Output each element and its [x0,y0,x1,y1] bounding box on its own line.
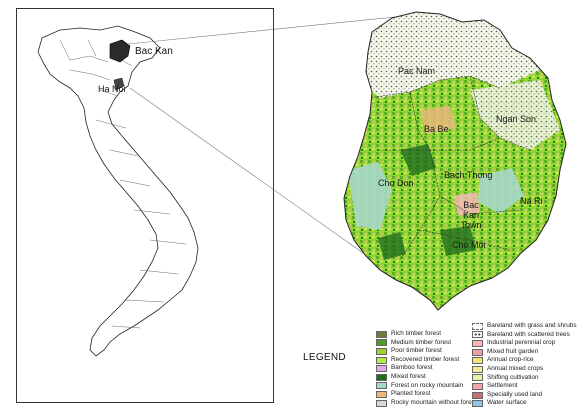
rocky-forest-east [478,168,524,214]
legend-item: Water surface [472,399,577,408]
legend-item: Bareland with scattered trees [472,331,577,340]
legend-swatch [472,357,483,365]
legend-swatch [472,382,483,390]
legend-item: Rich timber forest [376,330,477,339]
legend-item: Specially used land [472,391,577,400]
legend-item: Industrial perennial crop [472,339,577,348]
legend-swatch-scattered-trees-icon [472,331,483,339]
district-label-bach-thong: Bach Thong [444,170,493,180]
district-label-cho-moi: Cho Moi [452,240,486,250]
legend-item: Mixed forest [376,373,477,382]
legend-swatch [376,373,387,381]
legend-swatch [376,399,387,407]
mixed-forest-patch-2 [440,226,476,256]
district-label-ngan-son: Ngan Son [496,114,537,124]
district-label-bac-kan-town: Bac Kan Town [460,200,482,230]
legend-swatch [376,365,387,373]
ngan-son-bareland [470,80,560,150]
planted-forest-patch [420,106,456,134]
legend-item: Annual crop-rice [472,356,577,365]
district-label-na-ri: Na Ri [520,196,543,206]
legend-swatch [376,356,387,364]
legend-item: Recovered timber forest [376,356,477,365]
legend-label: Shifting cultivation [487,373,539,381]
legend-swatch [376,330,387,338]
legend-item: Settlement [472,382,577,391]
connector-line-top [127,14,416,45]
legend-swatch [376,347,387,355]
legend-item: Shifting cultivation [472,374,577,383]
legend-item: Poor timber forest [376,347,477,356]
legend-swatch [376,339,387,347]
mixed-forest-patch-1 [400,144,436,176]
legend-swatch [472,365,483,373]
legend-swatch [472,348,483,356]
legend-swatch [472,391,483,399]
legend-swatch [376,382,387,390]
legend-item: Planted forest [376,390,477,399]
mixed-forest-patch-3 [378,232,406,260]
legend-label: Mixed fruit garden [487,347,539,355]
district-label-ba-be: Ba Be [424,124,449,134]
legend-label: Bamboo forest [391,364,433,372]
legend-item: Mixed fruit garden [472,348,577,357]
northern-bareland [360,12,540,98]
legend-swatch-bareland-grass-icon [472,322,483,330]
legend-item: Bamboo forest [376,364,477,373]
legend-label: Mixed forest [391,372,426,380]
province-outline [343,11,567,311]
legend-item: Rocky mountain without forest [376,399,477,408]
legend-label: Annual crop-rice [487,356,534,364]
legend-label: Settlement [487,382,518,390]
legend-label: Specially used land [487,390,543,398]
district-label-pac-nam: Pac Nam [398,66,436,76]
ha-noi-marker [113,77,125,91]
vietnam-outline [37,25,199,357]
legend-label: Rich timber forest [391,330,442,337]
legend-item: Bareland with grass and shrubs [472,322,577,331]
legend-item: Medium timber forest [376,339,477,348]
crop-patch [454,192,480,216]
legend-label: Rocky mountain without forest [391,398,477,406]
bac-kan-highlight [109,39,131,63]
legend-swatch [472,400,483,408]
legend-label: Recovered timber forest [391,355,460,363]
district-boundaries [367,75,531,261]
legend-swatch [472,339,483,347]
legend-right-column: Bareland with grass and shrubs Bareland … [472,322,577,408]
legend-label: Annual mixed crops [487,364,544,372]
district-label-cho-don: Cho Don [378,178,414,188]
legend-item: Forest on rocky mountain [376,382,477,391]
legend-label: Planted forest [391,390,431,398]
legend-label: Forest on rocky mountain [391,381,464,389]
legend-left-column: Rich timber forest Medium timber forest … [376,330,477,407]
legend-label: Industrial perennial crop [487,339,556,347]
inset-label-ha-noi: Ha Noi [98,84,126,94]
legend-label: Medium timber forest [391,338,452,346]
legend-label: Water surface [487,399,527,407]
legend-label: Bareland with scattered trees [487,330,570,338]
legend-label: Bareland with grass and shrubs [487,322,577,329]
legend-label: Poor timber forest [391,347,442,355]
rocky-forest-west [348,162,392,230]
inset-label-bac-kan: Bac Kan [135,46,173,57]
legend-item: Annual mixed crops [472,365,577,374]
legend-title: LEGEND [303,352,346,363]
legend-swatch [472,374,483,382]
legend-swatch [376,390,387,398]
